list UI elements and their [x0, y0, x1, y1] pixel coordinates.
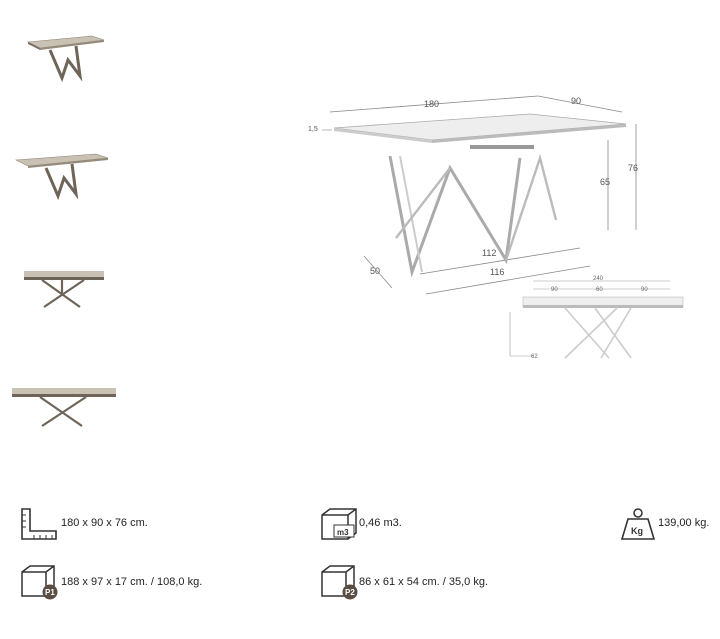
spec-package1: 188 x 97 x 17 cm. / 108,0 kg. — [61, 576, 203, 588]
ext-segment-2: 60 — [596, 287, 603, 293]
ruler-corner-icon — [20, 507, 58, 541]
ext-segment-3: 90 — [641, 287, 648, 293]
dim-base-depth: 50 — [370, 266, 380, 276]
table-photo-front — [24, 271, 104, 308]
table-photo-front-extended — [12, 388, 116, 427]
dim-depth: 90 — [571, 96, 581, 106]
spec-size: 180 x 90 x 76 cm. — [61, 517, 148, 529]
table-photo-angle-extended — [14, 153, 109, 200]
package-p1-icon: P1 — [20, 564, 60, 600]
ext-total: 240 — [593, 276, 604, 282]
volume-icon-label: m3 — [337, 528, 349, 537]
thumbnail-2[interactable] — [12, 148, 112, 200]
dimension-drawing: 180 90 1,5 65 76 112 116 50 — [300, 90, 660, 305]
package2-icon-label: P2 — [345, 588, 355, 597]
weight-icon-label: Kg — [631, 526, 643, 536]
box-m3-icon: m3 — [320, 507, 358, 541]
thumbnail-3[interactable] — [22, 265, 106, 309]
spec-weight: 139,00 kg. — [658, 517, 710, 529]
package-p2-icon: P2 — [320, 564, 360, 600]
extended-dimension-drawing: 240 90 60 90 62 — [505, 272, 690, 364]
dim-length: 180 — [424, 99, 439, 109]
package1-icon-label: P1 — [45, 588, 55, 597]
ext-height: 62 — [531, 354, 538, 360]
thumbnail-4[interactable] — [10, 380, 118, 428]
ext-segment-1: 90 — [551, 287, 558, 293]
dim-base-outer: 116 — [490, 267, 504, 277]
weight-kg-icon: Kg — [620, 507, 656, 541]
spec-package2: 86 x 61 x 54 cm. / 35,0 kg. — [359, 576, 489, 588]
table-photo-angle — [26, 35, 105, 82]
dim-height: 76 — [628, 163, 638, 173]
thumbnail-1[interactable] — [22, 30, 106, 82]
dim-top-thickness: 1,5 — [308, 126, 318, 133]
dim-leg-height: 65 — [600, 177, 610, 187]
spec-volume: 0,46 m3. — [359, 517, 402, 529]
dim-base-inner: 112 — [482, 248, 496, 258]
